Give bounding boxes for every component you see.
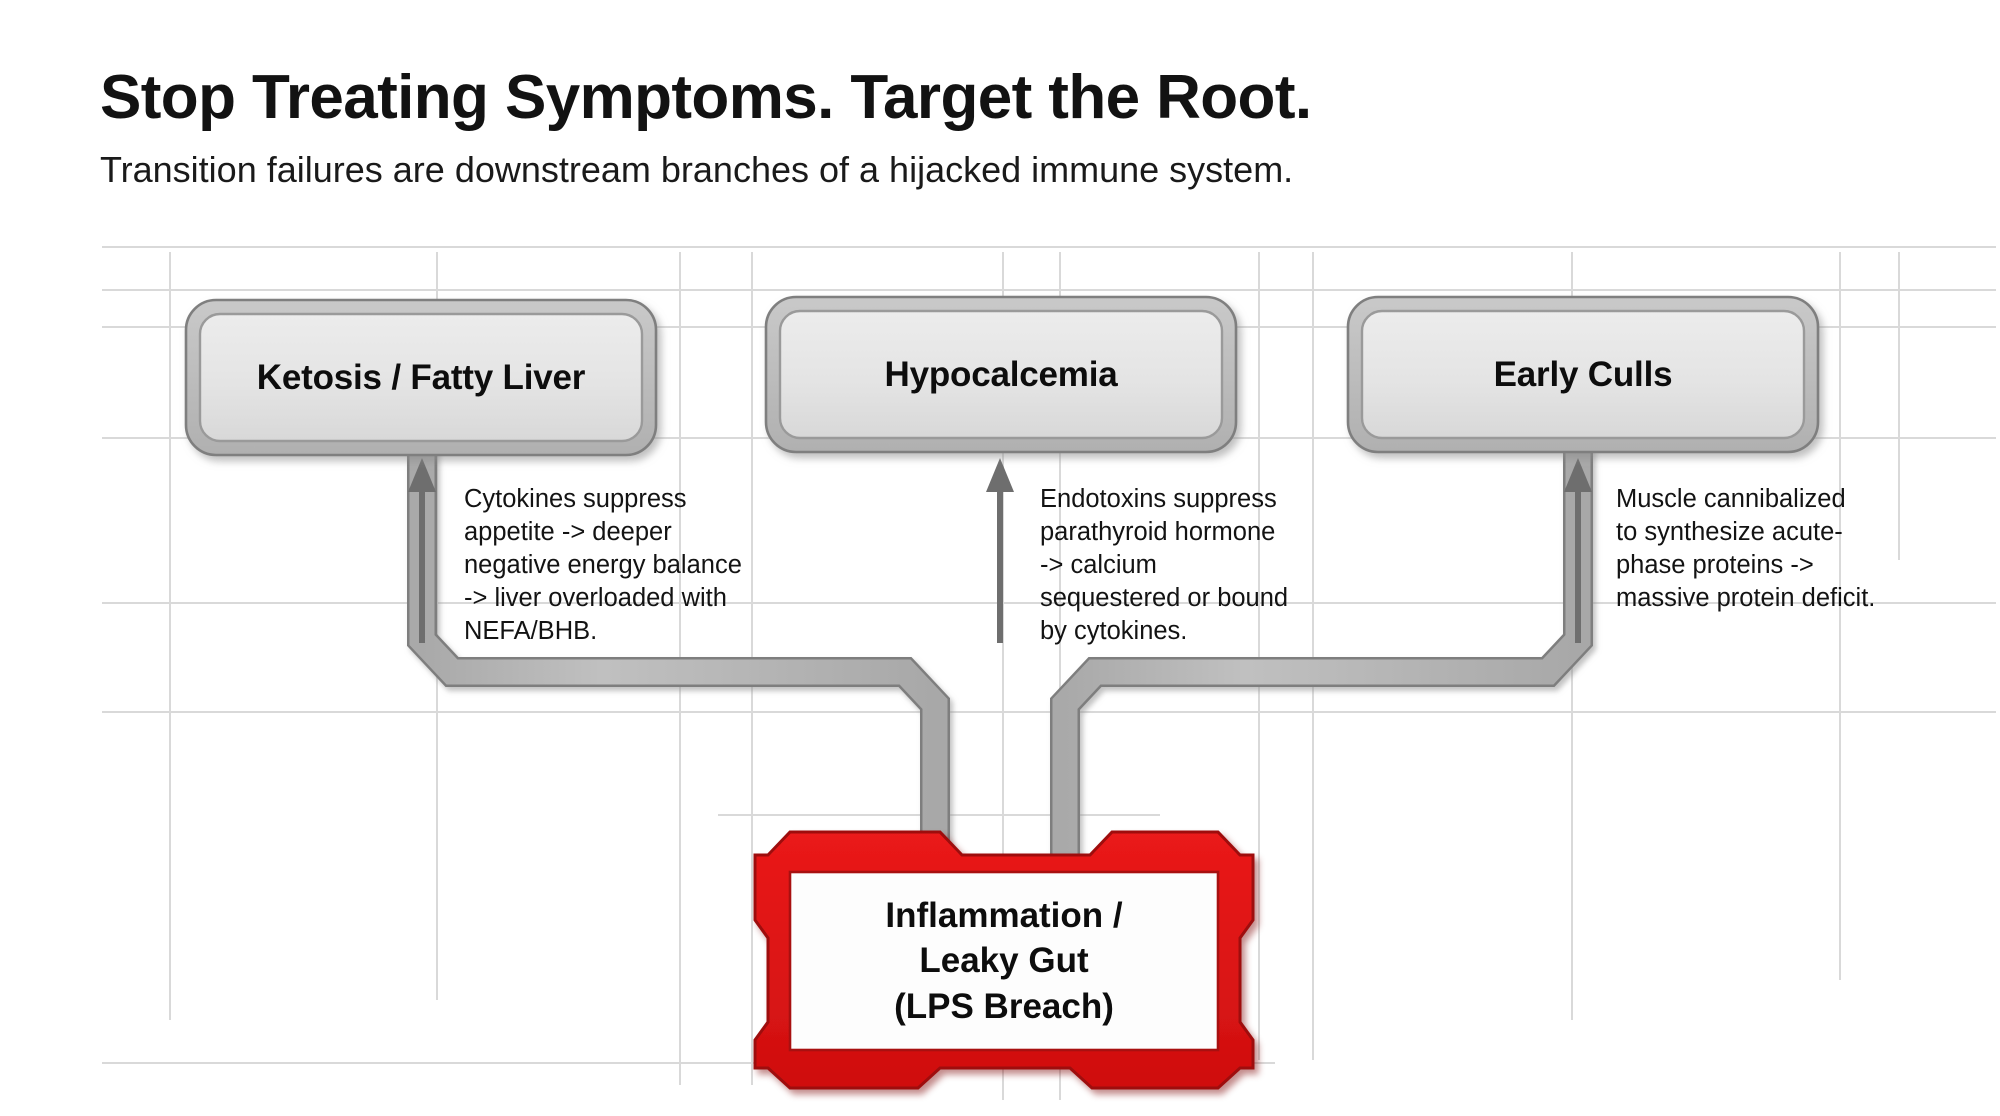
arrow-head-ketosis-fatty-liver bbox=[408, 458, 436, 643]
slide-header: Stop Treating Symptoms. Target the Root.… bbox=[100, 66, 1910, 189]
arrow-head-hypocalcemia bbox=[986, 458, 1014, 643]
page-title: Stop Treating Symptoms. Target the Root. bbox=[100, 63, 1312, 132]
annotation-early-culls: Muscle cannibalized to synthesize acute-… bbox=[1616, 485, 1876, 612]
node-early-culls[interactable] bbox=[1346, 295, 1820, 454]
node-hypocalcemia[interactable] bbox=[764, 295, 1238, 454]
annotation-hypocalcemia: Endotoxins suppress parathyroid hormone … bbox=[1040, 485, 1289, 645]
page-subtitle: Transition failures are downstream branc… bbox=[100, 149, 1294, 191]
arrow-head-early-culls bbox=[1564, 458, 1592, 643]
node-root-inflammation[interactable] bbox=[753, 830, 1255, 1090]
node-ketosis-fatty-liver[interactable] bbox=[184, 298, 658, 457]
annotation-ketosis-fatty-liver: Cytokines suppress appetite -> deeper ne… bbox=[464, 485, 742, 645]
